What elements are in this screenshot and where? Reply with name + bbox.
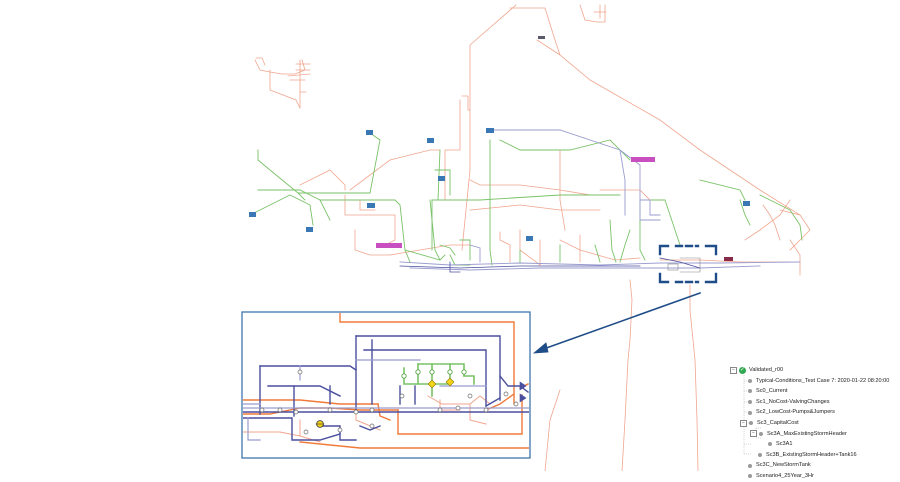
scenario-icon [749,421,753,426]
node-label[interactable] [306,227,313,232]
scenario-item-label[interactable]: Typical-Conditions_Test Case 7: 2020-01-… [756,377,890,384]
junction-node[interactable] [293,409,299,415]
inset-lavender-pipes [243,359,529,441]
trunk-pipes [399,129,801,271]
node-label[interactable] [743,201,750,206]
node-label[interactable] [724,257,733,261]
junction-node[interactable] [369,423,375,429]
node-label[interactable] [538,36,545,39]
inset-valves[interactable] [427,377,455,389]
inset-detail-view[interactable] [241,311,531,459]
node-label[interactable] [438,176,445,181]
node-label-magenta[interactable] [631,157,655,162]
scenario-item-label[interactable]: Sc0_Current [756,388,788,395]
scenario-item[interactable]: Sc3A1 [728,439,900,450]
junction-node[interactable] [399,393,405,399]
junction-node[interactable] [503,391,509,397]
scenario-icon [759,431,763,436]
outfall-marker[interactable] [519,393,527,403]
scenario-item[interactable]: Sc0_Current [728,386,900,397]
scenario-item-label[interactable]: Sc3A_MaxExistingStormHeader [767,430,847,437]
junction-node[interactable] [353,409,359,415]
scenario-icon [748,389,752,394]
junction-node[interactable] [277,407,283,413]
check-icon: ✓ [739,366,746,374]
node-label[interactable] [249,212,256,217]
node-label[interactable] [427,138,434,143]
junction-node[interactable] [297,369,303,375]
collapse-icon[interactable]: − [730,366,737,374]
junction-node[interactable] [401,373,407,379]
node-label-magenta[interactable] [376,243,402,248]
network-map-canvas[interactable] [0,0,900,471]
scenario-item[interactable]: − Sc3A_MaxExistingStormHeader [728,429,900,440]
node-label-markers[interactable] [249,36,750,261]
green-pipes [249,132,803,266]
inset-outfalls[interactable] [519,381,527,403]
junction-node[interactable] [513,401,519,407]
outfall-marker[interactable] [519,381,527,391]
junction-node[interactable] [483,407,489,413]
network-overview[interactable] [249,4,811,471]
inset-pump[interactable] [315,420,325,428]
scenario-icon [748,378,752,383]
node-label[interactable] [526,236,533,241]
scenario-item[interactable]: Sc3B_ExistingStormHeader+Tank16 [728,450,900,461]
scenario-icon [758,453,762,458]
node-label[interactable] [486,128,494,133]
scenario-icon [768,442,772,447]
scenario-item[interactable]: Sc1_NoCost-ValvingChanges [728,397,900,408]
valve-marker[interactable] [427,379,437,389]
scenario-item[interactable]: Scenario4_25Year_3Hr [728,471,900,482]
junction-node[interactable] [461,369,467,375]
junction-node[interactable] [303,429,309,435]
valve-marker[interactable] [445,377,455,387]
junction-node[interactable] [437,407,443,413]
scenario-icon [748,474,752,479]
junction-node[interactable] [415,369,421,375]
zoom-region-brackets[interactable] [658,244,718,284]
scenario-icon [748,400,752,405]
scenario-item-label[interactable]: Sc2_LowCost-Pumps&Jumpers [756,409,835,416]
junction-node[interactable] [429,369,435,375]
zoom-region-detail [667,257,701,273]
junction-node[interactable] [259,407,265,413]
navy-trunk [399,257,701,273]
scenario-tree[interactable]: −✓Validated_r00 Typical-Conditions_Test … [728,365,900,482]
collapse-icon[interactable]: − [750,430,757,438]
collapse-icon[interactable]: − [740,419,747,427]
scenario-item-label[interactable]: Sc3_CapitalCost [757,419,799,426]
scenario-item[interactable]: Typical-Conditions_Test Case 7: 2020-01-… [728,376,900,387]
node-label[interactable] [367,203,375,208]
inset-green-nodes[interactable] [401,369,467,379]
junction-node[interactable] [455,405,461,411]
zoom-arrow [532,291,702,354]
junction-node[interactable] [467,393,473,399]
junction-node[interactable] [369,407,375,413]
junction-node[interactable] [327,407,333,413]
scenario-item-label[interactable]: Sc1_NoCost-ValvingChanges [756,398,830,405]
scenario-item-label[interactable]: Scenario4_25Year_3Hr [756,472,814,479]
junction-node[interactable] [337,427,343,433]
scenario-icon [748,410,752,415]
scenario-item[interactable]: − Sc3_CapitalCost [728,418,900,429]
scenario-item-label[interactable]: Sc3B_ExistingStormHeader+Tank16 [766,451,857,458]
scenario-root-label[interactable]: Validated_r00 [749,367,784,373]
junction-node[interactable] [447,369,453,375]
node-label[interactable] [366,130,373,135]
scenario-item[interactable]: Sc2_LowCost-Pumps&Jumpers [728,407,900,418]
inset-junction-nodes[interactable] [259,369,519,435]
scenario-item-label[interactable]: Sc3A1 [776,441,793,448]
scenario-icon [748,463,752,468]
scenario-tree-root[interactable]: −✓Validated_r00 [728,365,900,376]
scenario-item[interactable]: Sc3C_NewStormTank [728,460,900,471]
scenario-item-label[interactable]: Sc3C_NewStormTank [756,462,811,469]
